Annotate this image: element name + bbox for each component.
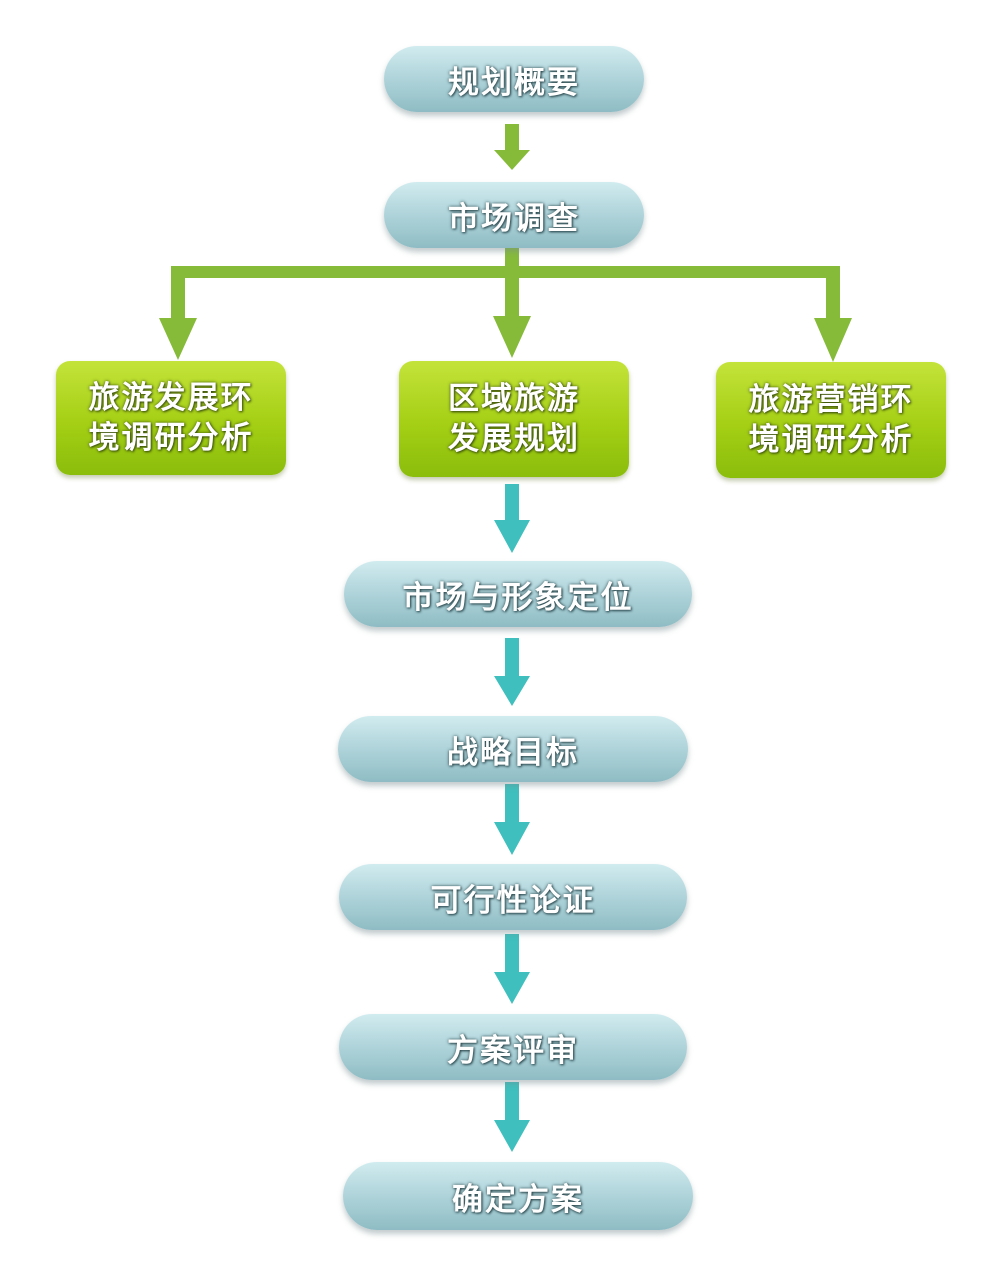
- step-feasibility-study: 可行性论证: [339, 864, 687, 930]
- box-tourism-marketing-analysis: 旅游营销环 境调研分析: [716, 362, 946, 478]
- step-overview: 规划概要: [384, 46, 644, 112]
- box-left-line-1: 旅游发展环: [88, 380, 254, 416]
- box-tourism-environment-analysis: 旅游发展环 境调研分析: [56, 361, 286, 475]
- branch-bar: [171, 266, 840, 278]
- arrow-goals-to-feasibility: [494, 784, 530, 855]
- box-right-line-2: 境调研分析: [748, 422, 914, 458]
- box-left-line-2: 境调研分析: [88, 420, 254, 456]
- arrow-overview-to-survey: [494, 124, 530, 170]
- arrow-branch-left: [159, 266, 197, 360]
- box-center-line-1: 区域旅游: [448, 381, 580, 417]
- step-market-survey: 市场调查: [384, 182, 644, 248]
- arrow-branch-right: [814, 266, 852, 362]
- box-right-line-1: 旅游营销环: [748, 382, 914, 418]
- step-finalize-plan: 确定方案: [343, 1162, 693, 1230]
- arrow-positioning-to-goals: [494, 638, 530, 706]
- arrow-branch-center: [493, 278, 531, 358]
- arrow-review-to-finalize: [494, 1082, 530, 1152]
- arrow-feasibility-to-review: [494, 934, 530, 1004]
- step-strategic-goals: 战略目标: [338, 716, 688, 782]
- arrow-plan-to-positioning: [494, 484, 530, 553]
- box-center-line-2: 发展规划: [448, 421, 580, 457]
- box-regional-tourism-plan: 区域旅游 发展规划: [399, 361, 629, 477]
- step-market-image-positioning: 市场与形象定位: [344, 561, 692, 627]
- step-plan-review: 方案评审: [339, 1014, 687, 1080]
